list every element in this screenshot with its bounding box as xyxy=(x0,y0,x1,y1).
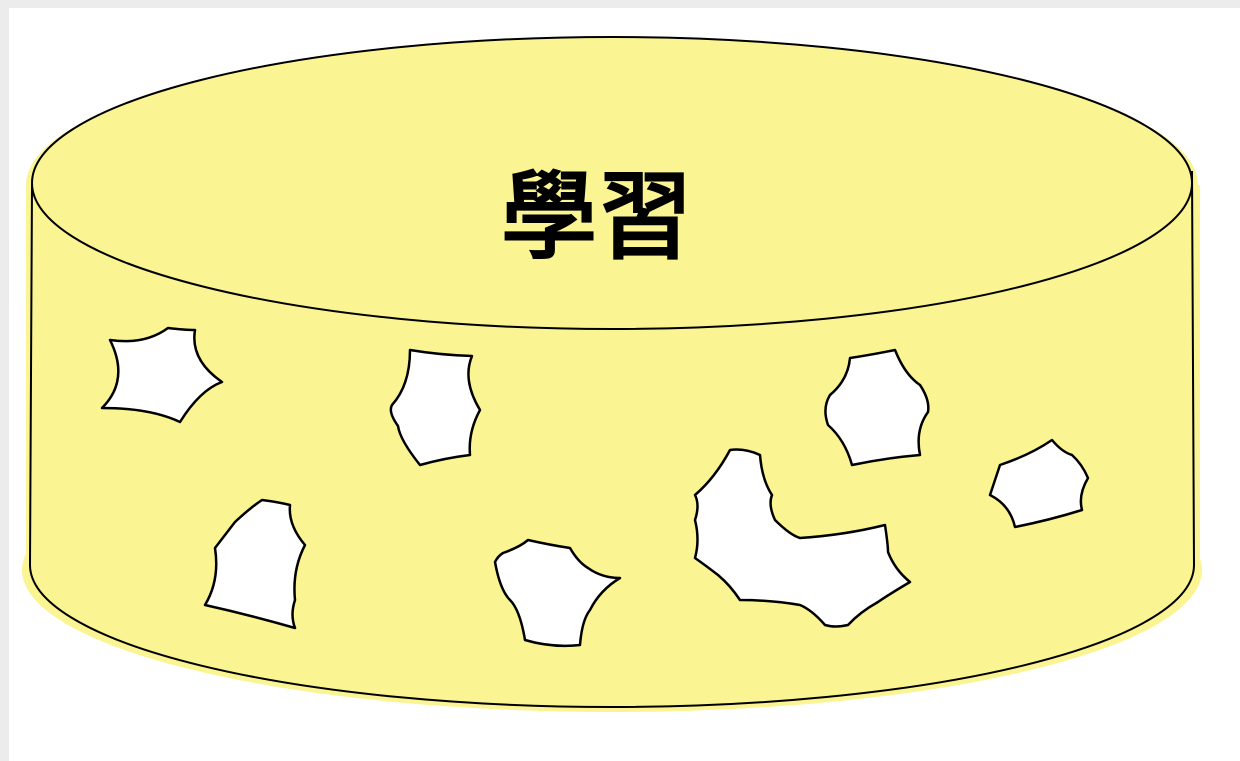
cheese-hole xyxy=(824,348,930,467)
cheese-hole xyxy=(203,498,307,630)
cheese-hole xyxy=(389,348,482,467)
cheese-holes xyxy=(100,326,1090,648)
cheese-label: 學習 xyxy=(501,161,693,273)
cheese-hole xyxy=(100,326,224,424)
cheese-hole xyxy=(693,448,912,628)
frame-top-edge xyxy=(0,0,1240,8)
frame-left-edge xyxy=(0,0,9,761)
cheese-top-face xyxy=(31,36,1193,330)
cheese-hole xyxy=(493,538,622,648)
cheese-hole xyxy=(988,438,1090,529)
